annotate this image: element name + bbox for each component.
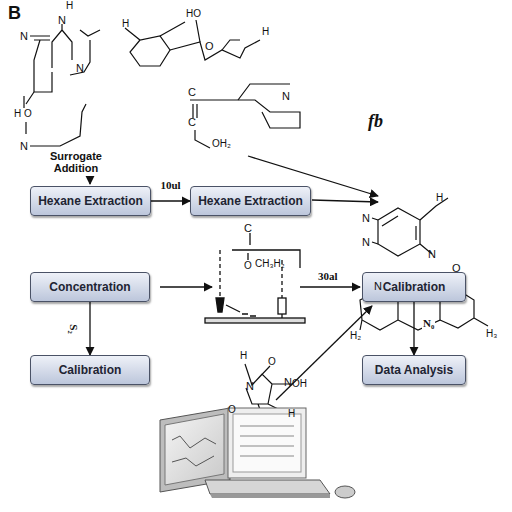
box-label: Hexane Extraction xyxy=(198,194,303,208)
atom-label: CH₃H₂ xyxy=(255,258,285,269)
atom-label: H xyxy=(66,0,73,11)
box-label: Calibration xyxy=(59,363,122,377)
caption-label: Surrogate Addition xyxy=(40,150,112,174)
atom-label: O xyxy=(268,356,276,367)
atom-label: H xyxy=(436,192,443,203)
caption-label: fb xyxy=(368,112,383,132)
atom-label: O xyxy=(228,404,236,415)
atom-label: O xyxy=(244,260,252,271)
atom-label: OH₂ xyxy=(212,138,231,149)
atom-label: C xyxy=(244,222,252,234)
atom-label: N xyxy=(58,14,66,26)
atom-label: H xyxy=(14,108,21,119)
atom-label: H xyxy=(262,26,269,37)
molecule-2 xyxy=(125,20,300,148)
edge-label: N₀ xyxy=(422,317,435,329)
atom-label: N xyxy=(428,248,436,260)
molecule-1 xyxy=(24,24,100,146)
atom-label: N xyxy=(246,380,254,392)
edge-label: S₂ xyxy=(68,323,80,334)
atom-label: N xyxy=(362,212,370,224)
atom-label: N xyxy=(20,140,28,152)
caption-label: B xyxy=(8,4,21,24)
process-box: Data Analysis xyxy=(362,355,466,385)
process-box: Concentration xyxy=(30,272,150,302)
atom-label: C xyxy=(188,116,196,128)
atom-label: N xyxy=(282,90,290,102)
edge-label: 10ul xyxy=(159,179,181,191)
atom-label: O xyxy=(205,40,214,52)
process-box: Hexane Extraction xyxy=(30,186,151,216)
atom-label: N xyxy=(284,376,292,388)
molecule-fb xyxy=(360,198,488,330)
atom-label: N xyxy=(362,236,370,248)
atom-label: H₂ xyxy=(350,330,361,341)
process-box: Hexane Extraction xyxy=(190,186,311,216)
molecule-4 xyxy=(245,364,292,415)
atom-label: O xyxy=(452,262,461,274)
box-label: Data Analysis xyxy=(375,363,453,377)
atom-label: H xyxy=(122,18,129,29)
flow-arrow xyxy=(151,200,190,201)
instrument xyxy=(205,233,305,323)
atom-label: OH xyxy=(292,378,307,389)
laptop xyxy=(160,408,355,498)
box-label: Concentration xyxy=(49,280,130,294)
caption-label: 30al xyxy=(318,270,338,282)
atom-label: H xyxy=(288,408,295,419)
atom-label: C xyxy=(188,86,196,98)
atom-label: H xyxy=(240,350,247,361)
process-box: Calibration xyxy=(30,355,150,385)
box-label: Calibration xyxy=(383,280,446,294)
atom-label: N xyxy=(374,280,382,292)
atom-label: N xyxy=(20,30,28,42)
flow-arrow xyxy=(89,302,90,355)
atom-label: H₃ xyxy=(486,328,497,339)
atom-label: HO xyxy=(186,8,201,19)
atom-label: N xyxy=(76,62,84,74)
atom-label: O xyxy=(24,108,32,119)
flow-arrow xyxy=(413,302,414,355)
box-label: Hexane Extraction xyxy=(38,194,143,208)
